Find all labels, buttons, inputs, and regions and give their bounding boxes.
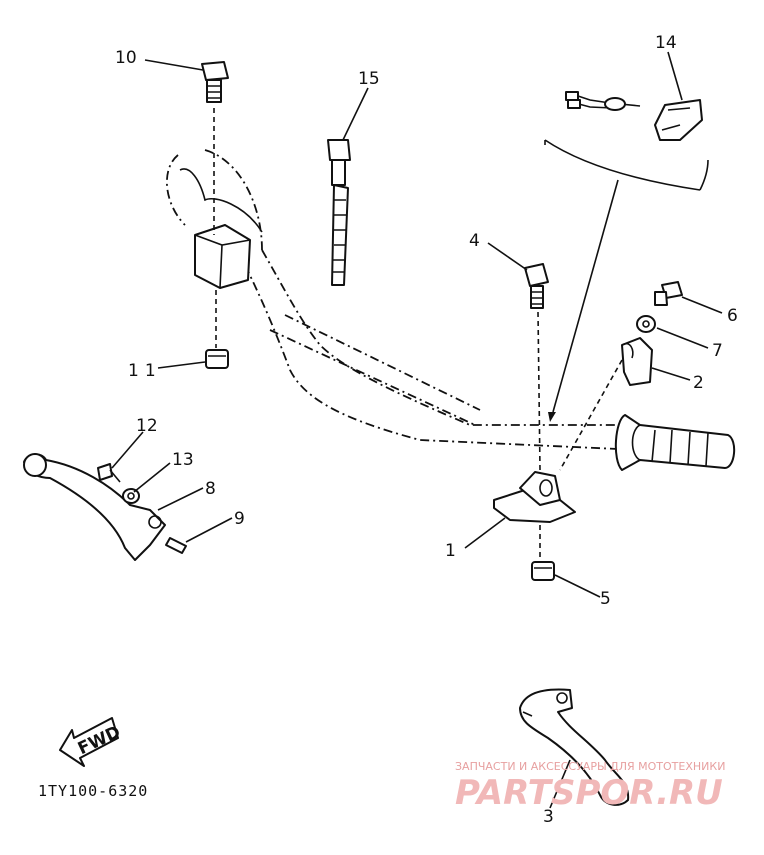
callout-9: 9: [234, 509, 245, 529]
handlebar: [166, 149, 641, 451]
callout-11: 11: [128, 361, 162, 381]
watermark-tagline: ЗАПЧАСТИ И АКСЕССУАРЫ ДЛЯ МОТОТЕХНИКИ: [455, 760, 725, 773]
bolt-part-10: [201, 61, 229, 235]
left-clamp-block: [179, 168, 263, 289]
watermark: ЗАПЧАСТИ И АКСЕССУАРЫ ДЛЯ МОТОТЕХНИКИ PA…: [455, 760, 725, 813]
callout-6: 6: [727, 306, 738, 326]
screw-part-6: [654, 281, 683, 306]
callout-15: 15: [358, 69, 380, 89]
leader-lines: [111, 51, 723, 809]
callout-3: 3: [543, 807, 554, 827]
bolt-part-4: [524, 263, 549, 471]
washer-part-7: [636, 315, 656, 333]
clamp-part-2: [559, 337, 653, 471]
callout-14: 14: [655, 33, 677, 53]
callout-2: 2: [693, 373, 704, 393]
callout-12: 12: [136, 416, 158, 436]
callout-8: 8: [205, 479, 216, 499]
watermark-brand: PARTSPOR.RU: [455, 773, 723, 813]
callout-10: 10: [115, 48, 137, 68]
cable-tie-part-15: [327, 139, 351, 286]
lever-part-3: [519, 688, 630, 806]
callout-7: 7: [712, 341, 723, 361]
pin-part-9: [165, 537, 187, 554]
switch-part-14: [544, 91, 709, 422]
callout-13: 13: [172, 450, 194, 470]
nut-part-5: [531, 561, 555, 581]
right-grip: [614, 414, 736, 471]
callout-4: 4: [469, 231, 480, 251]
washer-part-13: [122, 488, 140, 504]
lever-part-8: [23, 453, 166, 561]
nut-part-11: [205, 290, 229, 369]
lever-holder-part-1: [493, 471, 576, 560]
bolt-part-12: [97, 463, 121, 483]
callout-1: 1: [445, 541, 456, 561]
drawing-code: 1TY100-6320: [38, 782, 148, 800]
callout-5: 5: [600, 589, 611, 609]
callouts: 10 15 14 4 6 7 2 11 12 13 8 9 1 5 3: [115, 33, 738, 827]
fwd-arrow-icon: FWD: [59, 717, 124, 767]
